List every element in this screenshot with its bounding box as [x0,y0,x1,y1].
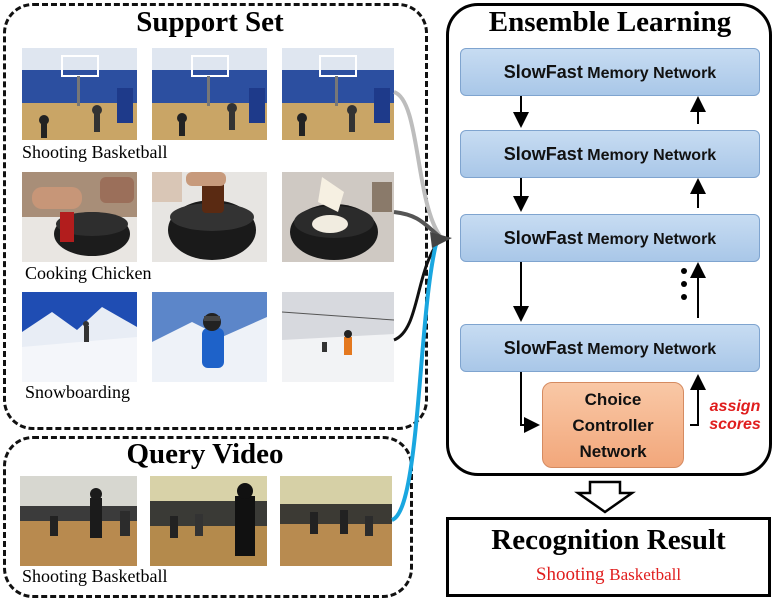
choice-line-1: Choice [584,390,642,409]
choice-line-3: Network [579,442,647,461]
support-thumb-snow-3 [282,292,394,382]
query-thumb-2 [150,476,267,566]
query-thumb-1 [20,476,137,566]
assign-line-1: assign [709,398,761,415]
support-set-panel [3,3,428,430]
ellipsis-dots [681,268,691,307]
memory-network-prefix: SlowFast [503,62,583,82]
ensemble-title: Ensemble Learning [488,6,732,38]
support-thumb-basketball-1 [22,48,137,140]
memory-network-prefix: SlowFast [503,228,583,248]
assign-scores-label: assign scores [700,398,770,434]
memory-network-suffix: Memory Network [587,231,717,248]
up-arrow-from-choice [690,374,706,426]
result-value-part-2: Basketball [609,565,682,584]
support-thumb-cooking-2 [152,172,267,262]
choice-line-2: Controller [572,416,654,435]
memory-network-prefix: SlowFast [503,144,583,164]
memory-network-suffix: Memory Network [587,65,717,82]
query-video-panel [3,436,413,598]
merge-arrowhead [430,232,452,248]
support-arrow-basketball [393,90,442,238]
support-thumb-cooking-1 [22,172,137,262]
support-caption-cooking: Cooking Chicken [25,263,152,283]
support-thumb-cooking-3 [282,172,394,262]
memory-network-2: SlowFast Memory Network [460,130,760,178]
support-set-title: Support Set [136,6,284,38]
recognition-result-box: Recognition Result Shooting Basketball [446,517,771,597]
query-arrow [390,243,438,522]
choice-controller-network: Choice Controller Network [542,382,684,468]
recognition-result-value: Shooting Basketball [449,564,768,586]
support-thumb-snow-1 [22,292,137,382]
memory-network-1: SlowFast Memory Network [460,48,760,96]
memory-network-suffix: Memory Network [587,147,717,164]
assign-line-2: scores [709,416,761,433]
support-thumb-snow-2 [152,292,267,382]
memory-network-3: SlowFast Memory Network [460,214,760,262]
recognition-result-title: Recognition Result [491,524,726,556]
result-hollow-arrow [574,480,636,514]
memory-network-prefix: SlowFast [503,338,583,358]
support-thumb-basketball-3 [282,48,394,140]
result-value-part-1: Shooting [535,564,605,585]
query-caption: Shooting Basketball [22,566,168,586]
support-caption-snow: Snowboarding [25,382,130,402]
query-video-title: Query Video [126,438,284,470]
support-caption-basketball: Shooting Basketball [22,142,168,162]
support-thumb-basketball-2 [152,48,267,140]
memory-network-suffix: Memory Network [587,341,717,358]
query-thumb-3 [280,476,392,566]
down-arrow-to-choice [520,372,540,433]
memory-network-4: SlowFast Memory Network [460,324,760,372]
